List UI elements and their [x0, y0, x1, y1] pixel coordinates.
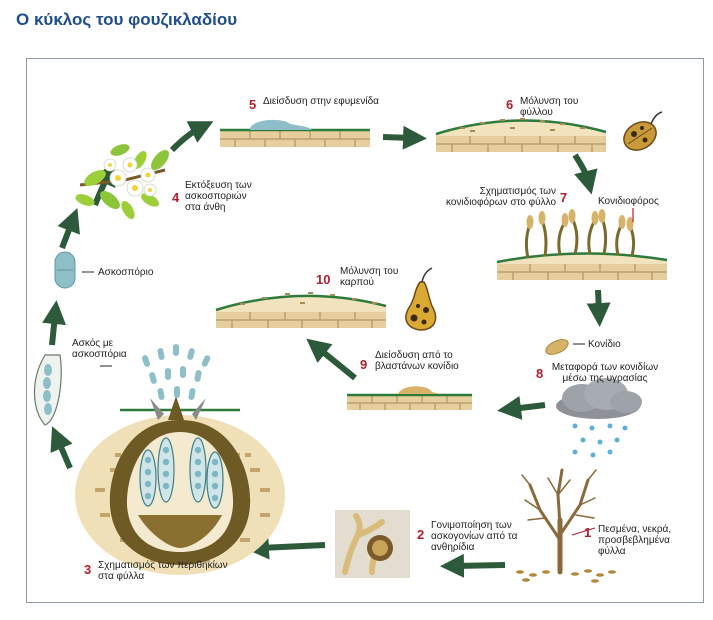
cell-layer-7 — [496, 252, 668, 280]
arrow-4-up — [92, 161, 116, 207]
stage-number-8: 8 — [536, 366, 544, 381]
arrow-9-to-10 — [306, 338, 357, 381]
tree-icon — [521, 468, 597, 575]
stage-number-10: 10 — [316, 272, 331, 287]
asci-inside-perithecium — [139, 437, 224, 509]
ascospore-icon — [54, 251, 76, 289]
stage-label-7: Σχηματισμός των κονιδιοφόρων στο φύλλο — [445, 186, 556, 208]
raindrops — [572, 423, 628, 458]
callout-ascus: Ασκός με ασκοσπόρια — [72, 338, 127, 360]
arrow-1-to-2 — [440, 553, 506, 578]
stage-number-1: 1 — [584, 525, 592, 540]
arrow-ascospore-to-4 — [57, 207, 80, 250]
page-title: Ο κύκλος του φουζικλαδίου — [16, 10, 238, 29]
stage-label-5: Διείσδυση στην εφυμενίδα — [263, 96, 379, 107]
arrow-7-to-8 — [586, 289, 611, 327]
blossom-centers — [108, 162, 152, 192]
infected-pear-icon — [405, 267, 437, 331]
ascus-icon — [33, 354, 62, 426]
conidium-icon — [545, 339, 569, 355]
stage-number-4: 4 — [172, 190, 180, 205]
perithecium-cross-section — [75, 396, 285, 575]
stage-label-4: Εκτόξευση των ασκοσποριών στα άνθη — [185, 180, 252, 213]
cell-layer-10 — [215, 292, 387, 328]
arrow-6-to-7 — [572, 153, 598, 195]
infected-leaf-icon — [623, 111, 663, 151]
arrow-ascus-to-ascospore — [42, 300, 67, 346]
stage-label-9: Διείσδυση από το βλαστάνων κονίδιο — [375, 350, 459, 372]
stage-label-3: Σχηματισμός των περιθηκίων στα φύλλα — [98, 560, 228, 582]
callout-ascospore: Ασκοσπόριο — [98, 267, 154, 278]
ascospores-inside-asci — [144, 446, 219, 502]
ejected-ascospores — [141, 344, 211, 400]
arrow-2-to-3 — [245, 535, 326, 560]
arrow-to-5 — [169, 121, 214, 153]
arrow-8-to-9 — [497, 396, 546, 420]
cell-layer-6 — [435, 118, 607, 152]
stage-number-7: 7 — [560, 190, 568, 205]
stage-label-8: Μεταφορά των κονιδίων μέσω της υγρασίας — [551, 362, 659, 384]
callout-conidiophore: Κονιδιοφόρος — [598, 196, 659, 207]
rain-cloud-icon — [556, 378, 642, 419]
stage-label-2: Γονιμοποίηση των ασκογονίων από τα ανθηρ… — [431, 520, 518, 553]
cell-layer-9 — [347, 386, 472, 410]
diagram-frame — [26, 58, 704, 603]
stage-label-10: Μόλυνση του καρπού — [340, 266, 399, 288]
cell-layer-5 — [220, 119, 370, 147]
arrow-3-to-ascus — [50, 426, 73, 470]
stage-number-2: 2 — [417, 527, 425, 542]
fertilization-illustration — [335, 510, 410, 578]
callout-conidium: Κονίδιο — [588, 339, 621, 350]
stage-label-1: Πεσμένα, νεκρά, προσβεβλημένα φύλλα — [598, 524, 672, 557]
stage-label-6: Μόλυνση του φύλλου — [520, 96, 579, 118]
arrow-5-to-6 — [382, 125, 427, 150]
stage-number-6: 6 — [506, 97, 514, 112]
stage1-pointer — [571, 527, 596, 536]
stage-number-3: 3 — [84, 562, 92, 577]
stage-number-9: 9 — [360, 357, 368, 372]
fallen-leaves — [516, 569, 616, 583]
conidia-on-conidiophores — [526, 209, 634, 231]
stage-number-5: 5 — [249, 97, 257, 112]
cycle-arrows — [42, 121, 611, 578]
